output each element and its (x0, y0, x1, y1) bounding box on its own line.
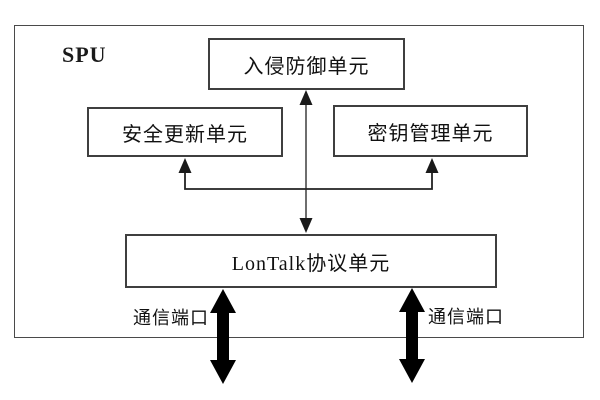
node-lontalk-protocol-unit: LonTalk协议单元 (125, 234, 497, 288)
spu-label: SPU (62, 42, 107, 67)
node-key-management-unit: 密钥管理单元 (333, 105, 528, 157)
node-security-update-unit: 安全更新单元 (87, 107, 283, 157)
right-port-label: 通信端口 (428, 307, 504, 327)
node-intrusion-prevention-unit: 入侵防御单元 (208, 38, 405, 90)
left-port-label: 通信端口 (133, 308, 209, 328)
spu-container-box (14, 25, 584, 338)
